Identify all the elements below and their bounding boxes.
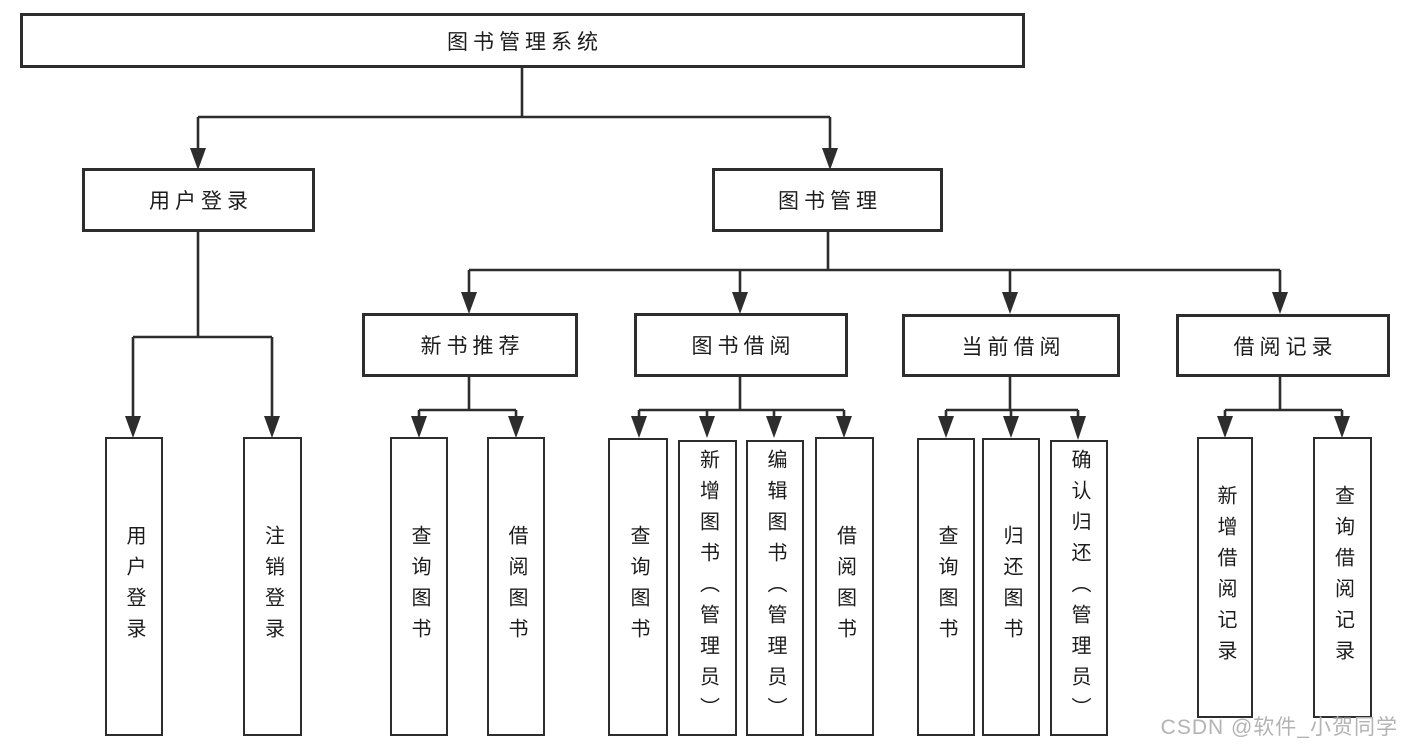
node-label: 确认归还（管理员） xyxy=(1068,448,1090,728)
csdn-watermark: CSDN @软件_小贺同学 xyxy=(1160,716,1398,739)
node-leaf-add-books-admin: 新增图书（管理员） xyxy=(678,440,737,736)
node-label: 新书推荐 xyxy=(420,335,525,358)
node-label: 查询图书 xyxy=(935,525,957,649)
node-leaf-query-borrow-record: 查询借阅记录 xyxy=(1313,437,1372,718)
node-leaf-user-login: 用户登录 xyxy=(105,437,163,736)
node-label: 归还图书 xyxy=(1000,525,1022,649)
node-label: 用户登录 xyxy=(149,190,253,213)
node-leaf-logout: 注销登录 xyxy=(243,437,302,736)
node-label: 查询借阅记录 xyxy=(1331,484,1354,671)
node-label: 查询图书 xyxy=(408,524,430,649)
node-label: 图书借阅 xyxy=(691,335,796,358)
node-book-management-module: 图书管理 xyxy=(712,168,943,232)
node-leaf-return-books: 归还图书 xyxy=(982,438,1040,736)
node-label: 查询图书 xyxy=(627,525,649,649)
node-label: 借阅记录 xyxy=(1233,335,1338,359)
node-label: 新增借阅记录 xyxy=(1214,484,1236,671)
node-label: 当前借阅 xyxy=(961,335,1066,359)
node-label: 新增图书（管理员） xyxy=(696,448,719,728)
node-leaf-confirm-return-admin: 确认归还（管理员） xyxy=(1050,440,1108,736)
node-borrow-records: 借阅记录 xyxy=(1176,314,1390,377)
node-leaf-edit-books-admin: 编辑图书（管理员） xyxy=(746,440,804,736)
node-label: 借阅图书 xyxy=(833,524,856,649)
node-book-borrowing: 图书借阅 xyxy=(634,313,848,377)
node-leaf-query-books-recommend: 查询图书 xyxy=(390,437,448,736)
node-leaf-borrow-books-recommend: 借阅图书 xyxy=(487,437,545,736)
node-label: 注销登录 xyxy=(261,524,284,649)
node-current-borrowing: 当前借阅 xyxy=(902,314,1120,377)
node-new-book-recommend: 新书推荐 xyxy=(362,313,578,377)
node-label: 编辑图书（管理员） xyxy=(764,448,786,728)
node-label: 图书管理 xyxy=(778,190,882,213)
node-leaf-add-borrow-record: 新增借阅记录 xyxy=(1197,437,1253,718)
node-root-system: 图书管理系统 xyxy=(20,13,1025,68)
node-leaf-borrow-books: 借阅图书 xyxy=(815,437,874,736)
node-label: 借阅图书 xyxy=(505,524,527,649)
node-leaf-query-books-borrow: 查询图书 xyxy=(608,438,668,736)
node-label: 用户登录 xyxy=(123,524,145,649)
node-leaf-query-books-current: 查询图书 xyxy=(917,438,975,736)
node-label: 图书管理系统 xyxy=(447,30,603,54)
node-user-login-module: 用户登录 xyxy=(82,168,315,232)
